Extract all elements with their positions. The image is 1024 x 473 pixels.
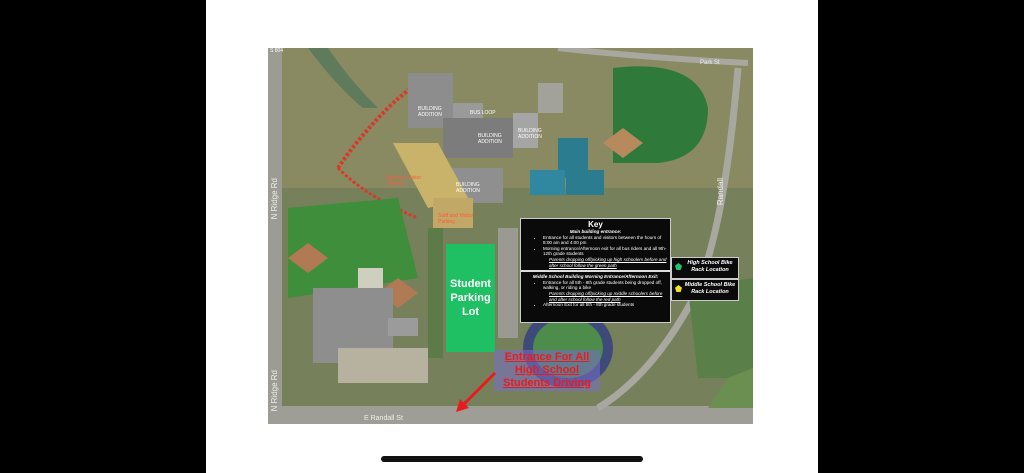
building-addition-label-3: BUILDING ADDITION [456, 182, 480, 194]
key-ms-item-2: Afternoon Exit for all 5th - 8th grade s… [543, 302, 670, 308]
map-key: Key Main building entrance: Entrance for… [520, 218, 671, 323]
hs-bike-rack-label: High School Bike Rack Location [687, 260, 733, 273]
building-addition-label-2: BUILDING ADDITION [518, 128, 542, 140]
staff-parking-label-1: Staff and Visitor Parking [386, 175, 422, 187]
red-arrow-icon [456, 371, 497, 412]
campus-map[interactable]: S 804 N Ridge Rd N Ridge Rd E Randall St… [268, 48, 753, 424]
lot-line-1: Student [450, 278, 491, 290]
hs-bike-rack-box: High School Bike Rack Location [671, 257, 739, 279]
left-black-bar [0, 0, 206, 473]
green-pentagon-icon [675, 263, 682, 270]
lot-line-3: Lot [461, 306, 480, 318]
key-ms-sub: Parents dropping off/picking up middle s… [549, 290, 663, 302]
yellow-pentagon-icon [675, 285, 682, 292]
key-divider [521, 270, 670, 273]
key-main-sub: Parents dropping off/picking up high sch… [549, 256, 667, 268]
staff-parking-label-2: Staff and Visitor Parking [438, 213, 474, 225]
ms-bike-rack-label: Middle School Bike Rack Location [684, 282, 736, 295]
key-main-item-1: Entrance for all students and visitors b… [543, 235, 670, 246]
building-addition-label-4: BUILDING ADDITION [478, 133, 502, 145]
key-ms-item-1: Entrance for all 5th - 8th grade student… [543, 280, 670, 291]
hs-driving-entrance-callout: Entrance For All High School Students Dr… [494, 350, 600, 391]
bus-loop-label: BUS LOOP [470, 110, 496, 116]
home-indicator[interactable] [381, 456, 643, 462]
randall-east-label: Randall [716, 178, 725, 206]
building-addition-label-1: BUILDING ADDITION [418, 106, 442, 118]
park-st-label: Park St [700, 60, 720, 66]
right-black-bar [818, 0, 1024, 473]
ridge-rd-label-lower: N Ridge Rd [270, 370, 279, 412]
key-section-main: Main building entrance: [569, 229, 622, 234]
key-title: Key [588, 220, 603, 229]
lot-line-2: Parking [450, 292, 491, 304]
key-main-item-2: Morning entrance/Afternoon exit for all … [543, 246, 670, 257]
corner-sign-label: S 804 [270, 48, 284, 54]
student-parking-lot[interactable]: Student Parking Lot [446, 244, 495, 352]
ms-bike-rack-box: Middle School Bike Rack Location [671, 279, 739, 301]
key-section-ms: Middle School Building Morning Entrance/… [532, 274, 659, 280]
ridge-rd-label: N Ridge Rd [270, 178, 279, 220]
randall-st-label: E Randall St [364, 415, 403, 422]
